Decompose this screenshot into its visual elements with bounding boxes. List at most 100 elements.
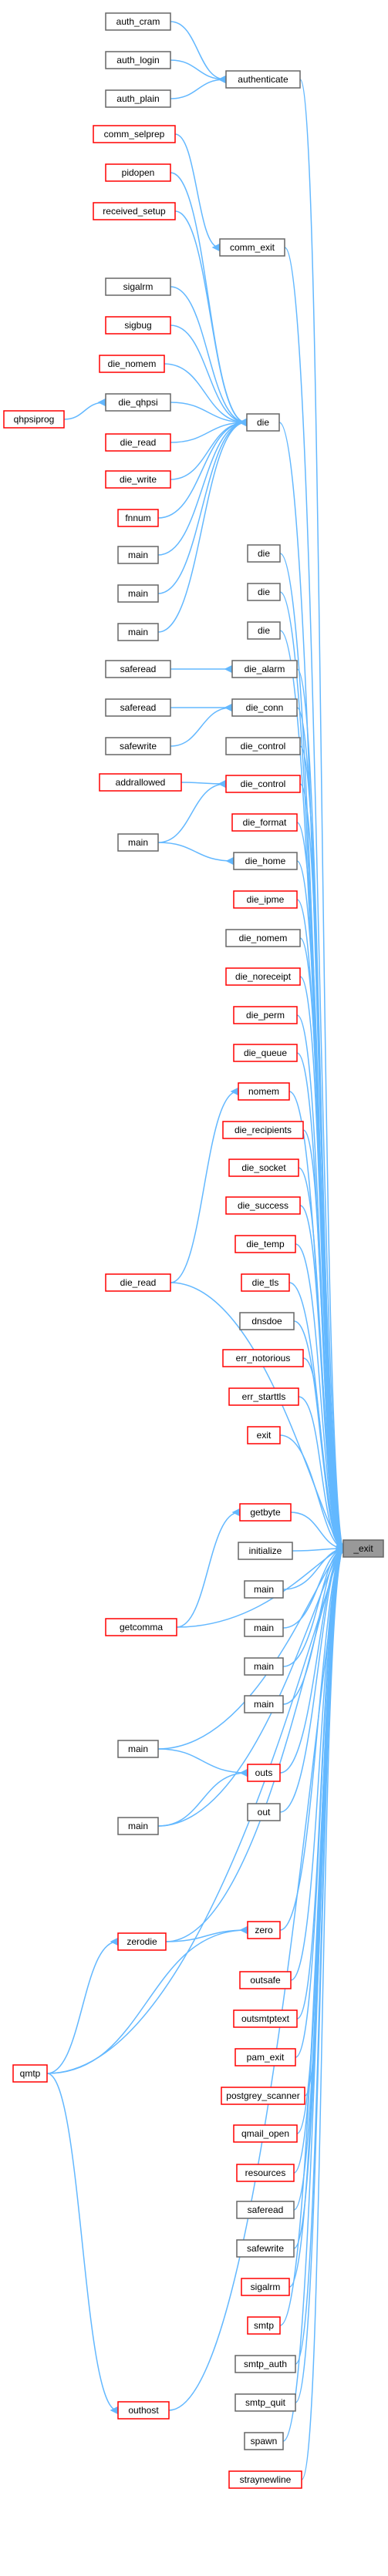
graph-node[interactable]: main xyxy=(244,1619,284,1637)
graph-node[interactable]: die_temp xyxy=(234,1235,296,1253)
graph-node[interactable]: getcomma xyxy=(105,1618,177,1636)
graph-node[interactable]: die_write xyxy=(105,470,171,489)
graph-node[interactable]: addrallowed xyxy=(99,773,182,792)
graph-node[interactable]: main xyxy=(244,1580,284,1599)
node-box xyxy=(234,2355,296,2373)
graph-node[interactable]: auth_cram xyxy=(105,12,171,31)
graph-node[interactable]: smtp xyxy=(247,2316,281,2335)
graph-node[interactable]: authenticate xyxy=(225,70,301,89)
node-label: die_queue xyxy=(244,1048,287,1058)
graph-node[interactable]: main xyxy=(117,1817,159,1835)
graph-node[interactable]: die_recipients xyxy=(222,1121,304,1139)
graph-node[interactable]: die_socket xyxy=(228,1159,299,1177)
graph-node[interactable]: pam_exit xyxy=(234,2048,296,2067)
graph-node[interactable]: comm_selprep xyxy=(93,125,176,143)
graph-node[interactable]: die_control xyxy=(225,737,301,755)
edge-n64-to-n74 xyxy=(46,2073,119,2415)
node-box xyxy=(225,775,301,793)
graph-node[interactable]: main xyxy=(117,1740,159,1758)
edge-n14-to-n13 xyxy=(170,418,248,443)
graph-node[interactable]: die_qhpsi xyxy=(105,393,171,412)
graph-node[interactable]: die_success xyxy=(225,1196,301,1215)
graph-node[interactable]: saferead xyxy=(105,698,171,717)
graph-node[interactable]: getbyte xyxy=(239,1503,292,1522)
graph-node[interactable]: smtp_quit xyxy=(234,2393,296,2412)
node-label: qhpsiprog xyxy=(14,414,55,425)
graph-node[interactable]: main xyxy=(117,584,159,603)
graph-node[interactable]: pidopen xyxy=(105,163,171,182)
graph-node[interactable]: die_control xyxy=(225,775,301,793)
graph-node[interactable]: initialize xyxy=(238,1542,293,1560)
graph-node[interactable]: resources xyxy=(236,2164,295,2182)
graph-node[interactable]: straynewline xyxy=(228,2470,302,2489)
graph-node[interactable]: fnnum xyxy=(117,509,159,527)
graph-node[interactable]: die_conn xyxy=(231,698,298,717)
graph-node[interactable]: die_alarm xyxy=(231,660,298,678)
graph-node[interactable]: die_read xyxy=(105,1273,171,1292)
graph-node[interactable]: main xyxy=(117,833,159,852)
graph-node[interactable]: main xyxy=(117,623,159,641)
graph-node[interactable]: zerodie xyxy=(117,1932,167,1951)
graph-node[interactable]: sigalrm xyxy=(105,277,171,296)
graph-node[interactable]: qmtp xyxy=(12,2064,48,2083)
node-box xyxy=(241,2278,290,2296)
graph-node[interactable]: auth_login xyxy=(105,51,171,69)
graph-node[interactable]: smtp_auth xyxy=(234,2355,296,2373)
graph-node[interactable]: die_home xyxy=(233,852,298,870)
graph-node[interactable]: outhost xyxy=(117,2401,170,2420)
graph-node[interactable]: outsmtptext xyxy=(233,2009,298,2028)
graph-node[interactable]: main xyxy=(117,546,159,564)
graph-node[interactable]: nomem xyxy=(238,1082,290,1101)
edge-n52-to-n50 xyxy=(176,1508,241,1628)
graph-node[interactable]: die_format xyxy=(231,813,298,832)
graph-node[interactable]: sigalrm xyxy=(241,2278,290,2296)
node-label: main xyxy=(128,588,148,599)
graph-node[interactable]: out xyxy=(247,1803,281,1821)
graph-node[interactable]: die_nomem xyxy=(225,929,301,947)
graph-node[interactable]: die xyxy=(247,621,281,640)
graph-node[interactable]: auth_plain xyxy=(105,89,171,108)
graph-node[interactable]: die_noreceipt xyxy=(225,967,301,986)
graph-node[interactable]: safewrite xyxy=(105,737,171,755)
node-box xyxy=(105,12,171,31)
graph-node[interactable]: die_queue xyxy=(233,1044,298,1062)
graph-node[interactable]: die_tls xyxy=(241,1273,290,1292)
graph-node[interactable]: die_nomem xyxy=(99,355,165,373)
graph-node[interactable]: spawn xyxy=(244,2432,284,2450)
graph-node[interactable]: safewrite xyxy=(236,2239,295,2258)
graph-node[interactable]: err_notorious xyxy=(222,1349,304,1367)
graph-node[interactable]: qmail_open xyxy=(233,2124,298,2143)
graph-node[interactable]: main xyxy=(244,1695,284,1713)
graph-node[interactable]: die_read xyxy=(105,433,171,452)
node-box xyxy=(93,125,176,143)
graph-node[interactable]: sigbug xyxy=(105,316,171,335)
graph-node[interactable]: die_ipme xyxy=(233,890,298,909)
graph-node[interactable]: postgrey_scanner xyxy=(221,2087,305,2105)
graph-node[interactable]: dnsdoe xyxy=(239,1312,295,1330)
node-box xyxy=(221,2087,305,2105)
graph-node[interactable]: die xyxy=(247,544,281,563)
graph-node[interactable]: exit xyxy=(247,1426,281,1444)
node-label: comm_selprep xyxy=(104,129,165,140)
graph-node[interactable]: die xyxy=(246,413,280,432)
node-box xyxy=(228,1159,299,1177)
root-node[interactable]: _exit xyxy=(342,1539,384,1558)
graph-node[interactable]: saferead xyxy=(105,660,171,678)
graph-node[interactable]: main xyxy=(244,1657,284,1676)
node-label: saferead xyxy=(120,664,157,674)
graph-node[interactable]: die xyxy=(247,583,281,601)
graph-node[interactable]: zero xyxy=(247,1921,281,1939)
graph-node[interactable]: qhpsiprog xyxy=(3,410,65,429)
node-label: sigalrm xyxy=(123,281,154,292)
graph-node[interactable]: outs xyxy=(247,1764,281,1782)
graph-node[interactable]: saferead xyxy=(236,2201,295,2219)
graph-node[interactable]: err_starttls xyxy=(228,1387,299,1406)
graph-node[interactable]: die_perm xyxy=(233,1006,298,1024)
node-box xyxy=(117,1740,159,1758)
node-box xyxy=(105,698,171,717)
graph-node[interactable]: received_setup xyxy=(93,202,176,220)
graph-node[interactable]: comm_exit xyxy=(219,238,285,257)
graph-node[interactable]: outsafe xyxy=(239,1971,292,1989)
node-label: comm_exit xyxy=(230,242,275,253)
